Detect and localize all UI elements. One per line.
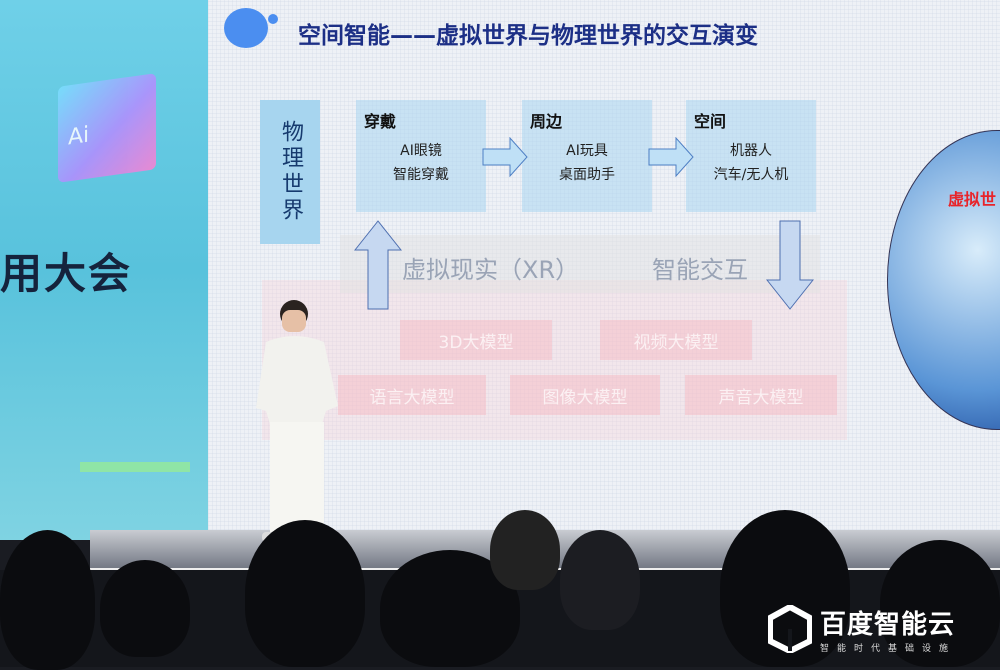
model-box: 语言大模型: [338, 375, 486, 415]
column-wearable: 穿戴 AI眼镜 智能穿戴: [356, 100, 486, 212]
up-arrow-icon: [354, 220, 402, 310]
column-item: 桌面助手: [559, 167, 615, 183]
right-arrow-icon: [482, 137, 528, 177]
column-heading: 穿戴: [364, 112, 397, 131]
slide-dot-icon: [224, 8, 268, 48]
model-box: 声音大模型: [685, 375, 837, 415]
down-arrow-icon: [766, 220, 814, 310]
baidu-ai-cloud-logo: 百度智能云 智能时代基础设施: [768, 604, 956, 654]
model-box: 3D大模型: [400, 320, 552, 360]
column-item: 机器人: [730, 143, 772, 159]
column-item: 汽车/无人机: [713, 167, 789, 183]
interaction-label: 智能交互: [652, 256, 748, 284]
event-name: 用大会: [0, 249, 133, 298]
decorative-bar: [80, 462, 190, 472]
xr-label: 虚拟现实（XR）: [402, 256, 580, 284]
logo-name: 百度智能云: [820, 610, 956, 640]
model-box: 视频大模型: [600, 320, 752, 360]
column-space: 空间 机器人 汽车/无人机: [686, 100, 816, 212]
cube-logo-icon: [768, 605, 812, 653]
column-heading: 空间: [694, 112, 727, 131]
column-item: AI眼镜: [400, 143, 442, 159]
slide-title: 空间智能——虚拟世界与物理世界的交互演变: [298, 23, 758, 49]
audience: [0, 510, 1000, 670]
models-area: [262, 280, 847, 440]
xr-band: [340, 235, 820, 293]
column-item: 智能穿戴: [393, 167, 449, 183]
globe-label: 虚拟世: [948, 190, 997, 209]
slide-dot-small-icon: [268, 14, 278, 24]
ai-cube-logo: Ai: [58, 73, 156, 183]
column-peripheral: 周边 AI玩具 桌面助手: [522, 100, 652, 212]
model-box: 图像大模型: [510, 375, 660, 415]
speaker-figure: [256, 300, 338, 542]
column-heading: 周边: [530, 112, 563, 131]
physical-world-label: 物理世界: [260, 100, 320, 244]
right-arrow-icon: [648, 137, 694, 177]
logo-slogan: 智能时代基础设施: [820, 644, 957, 654]
column-item: AI玩具: [566, 143, 608, 159]
